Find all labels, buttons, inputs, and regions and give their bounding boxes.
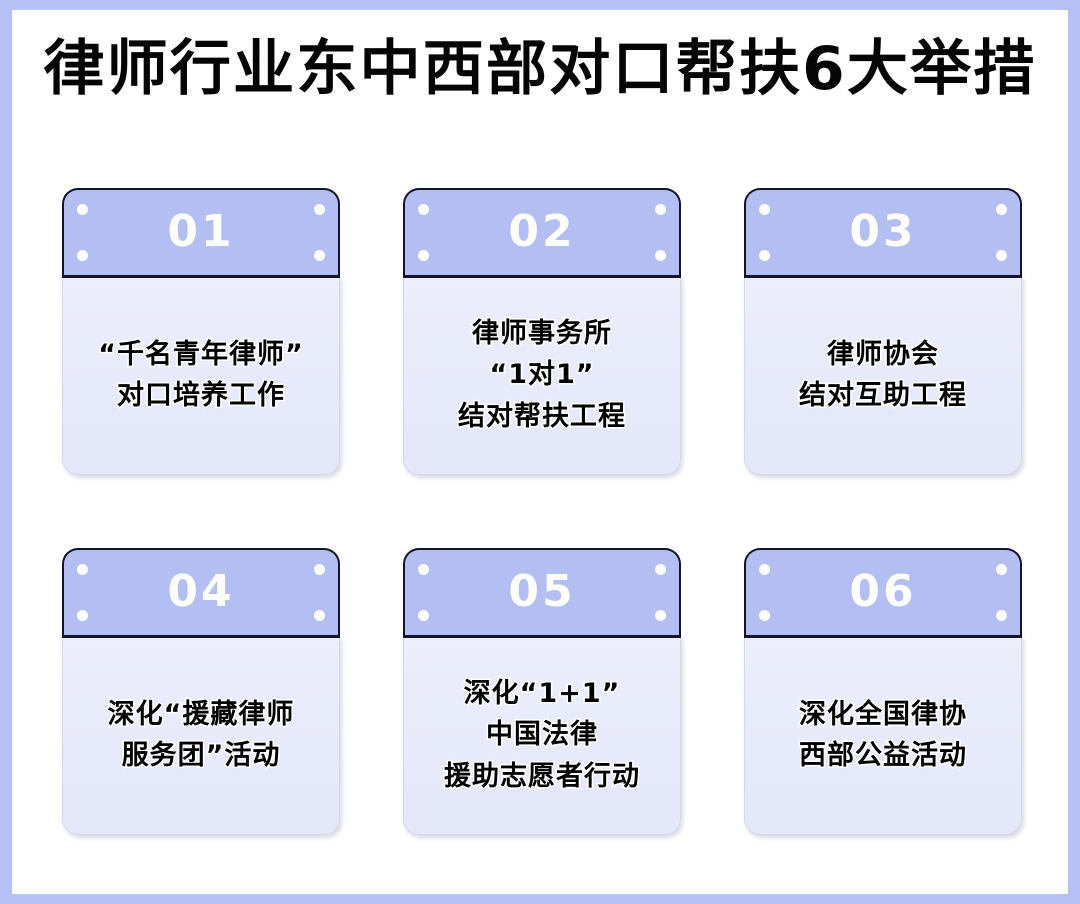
measure-card-header-01: 01 [62,188,340,278]
measure-card-text-03: 律师协会 结对互助工程 [798,337,968,412]
measure-card-number-05: 05 [508,565,576,617]
measure-card-body-02: 律师事务所 “1对1” 结对帮扶工程 [403,276,681,475]
screw-dot-icon [655,250,666,261]
measure-card-header-02: 02 [403,188,681,278]
measure-card-body-03: 律师协会 结对互助工程 [744,276,1022,475]
screw-dot-icon [996,204,1007,215]
measure-card-number-04: 04 [167,565,235,617]
measure-card-04[interactable]: 深化“援藏律师 服务团”活动 04 [62,548,340,835]
measure-card-02[interactable]: 律师事务所 “1对1” 结对帮扶工程 02 [403,188,681,475]
screw-dot-icon [77,610,88,621]
screw-dot-icon [77,564,88,575]
measure-card-text-01: “千名青年律师” 对口培养工作 [97,337,304,412]
screw-dot-icon [655,610,666,621]
screw-dot-icon [996,564,1007,575]
measure-card-text-06: 深化全国律协 西部公益活动 [798,697,968,772]
screw-dot-icon [759,564,770,575]
poster-page: 律师行业东中西部对口帮扶6大举措 “千名青年律师” 对口培养工作 01 律师事务… [12,10,1068,894]
measure-card-header-03: 03 [744,188,1022,278]
screw-dot-icon [418,250,429,261]
measure-card-number-06: 06 [849,565,917,617]
screw-dot-icon [314,610,325,621]
screw-dot-icon [759,610,770,621]
screw-dot-icon [418,204,429,215]
screw-dot-icon [314,204,325,215]
screw-dot-icon [77,250,88,261]
measure-card-01[interactable]: “千名青年律师” 对口培养工作 01 [62,188,340,475]
screw-dot-icon [996,250,1007,261]
screw-dot-icon [996,610,1007,621]
measure-card-body-04: 深化“援藏律师 服务团”活动 [62,636,340,835]
screw-dot-icon [655,204,666,215]
screw-dot-icon [418,610,429,621]
measure-card-body-05: 深化“1+1” 中国法律 援助志愿者行动 [403,636,681,835]
measure-card-body-01: “千名青年律师” 对口培养工作 [62,276,340,475]
page-title-container: 律师行业东中西部对口帮扶6大举措 [12,38,1068,101]
measure-card-text-02: 律师事务所 “1对1” 结对帮扶工程 [457,317,627,433]
screw-dot-icon [77,204,88,215]
page-title: 律师行业东中西部对口帮扶6大举措 [43,34,1037,104]
measure-card-body-06: 深化全国律协 西部公益活动 [744,636,1022,835]
measure-card-text-05: 深化“1+1” 中国法律 援助志愿者行动 [443,677,641,793]
measure-card-text-04: 深化“援藏律师 服务团”活动 [106,697,295,772]
measure-card-header-05: 05 [403,548,681,638]
screw-dot-icon [418,564,429,575]
measure-card-05[interactable]: 深化“1+1” 中国法律 援助志愿者行动 05 [403,548,681,835]
screw-dot-icon [314,564,325,575]
measure-card-06[interactable]: 深化全国律协 西部公益活动 06 [744,548,1022,835]
measures-grid: “千名青年律师” 对口培养工作 01 律师事务所 “1对1” 结对帮扶工程 [62,188,1022,835]
screw-dot-icon [759,204,770,215]
measure-card-number-01: 01 [167,205,235,257]
measure-card-header-06: 06 [744,548,1022,638]
screw-dot-icon [759,250,770,261]
measure-card-03[interactable]: 律师协会 结对互助工程 03 [744,188,1022,475]
screw-dot-icon [655,564,666,575]
measure-card-number-03: 03 [849,205,917,257]
screw-dot-icon [314,250,325,261]
measure-card-header-04: 04 [62,548,340,638]
measure-card-number-02: 02 [508,205,576,257]
